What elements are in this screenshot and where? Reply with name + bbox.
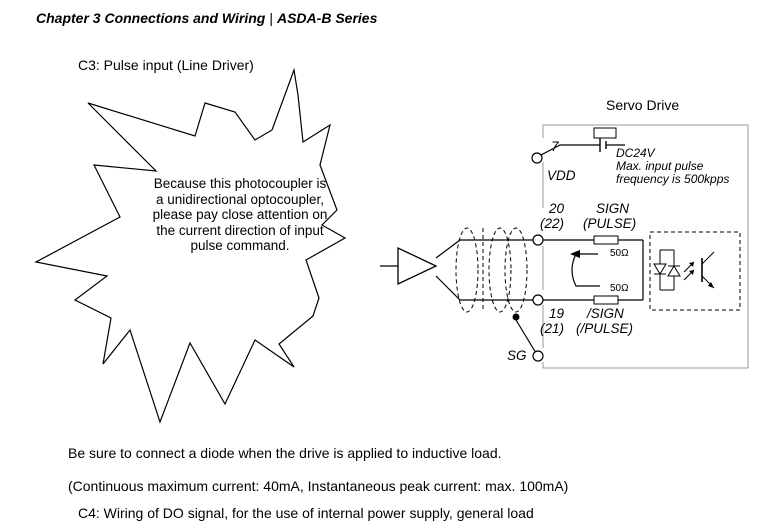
- line-driver-triangle: [397, 246, 438, 286]
- driver-neg-wire: [435, 275, 533, 301]
- c4-title: C4: Wiring of DO signal, for the use of …: [78, 505, 534, 521]
- vdd-terminal: [531, 152, 543, 164]
- series-title: ASDA-B Series: [276, 10, 378, 26]
- max-pulse-line2: frequency is 500kpps: [616, 172, 730, 186]
- resistor-1: [593, 235, 619, 245]
- resistor2-label: 50Ω: [610, 283, 629, 294]
- pin21-label: (21): [540, 321, 565, 336]
- optocoupler-box: [649, 231, 741, 311]
- nsign-label: /SIGN: [587, 306, 624, 321]
- current-arrow: [571, 253, 600, 287]
- dc-fuse: [593, 127, 617, 139]
- max-pulse-line1: Max. input pulse: [616, 159, 704, 173]
- sign-terminal: [532, 234, 544, 246]
- dc24v-label: DC24V: [616, 146, 655, 160]
- section-title: C3: Pulse input (Line Driver): [78, 57, 254, 73]
- chapter-title: Chapter 3 Connections and Wiring: [36, 10, 266, 26]
- servo-box-bottom: [542, 362, 748, 369]
- resistor-2: [593, 295, 619, 305]
- shield-ring-2: [488, 227, 512, 313]
- callout-text: Because this photocoupler is a unidirect…: [152, 176, 328, 253]
- sg-label: SG: [507, 348, 527, 363]
- sign-label: SIGN: [596, 201, 630, 216]
- pulse-label: (PULSE): [583, 216, 637, 231]
- resistor1-label: 50Ω: [610, 248, 629, 259]
- vdd-wire: [540, 144, 600, 156]
- current-arrow-head: [570, 250, 580, 258]
- pin7-label: 7: [551, 139, 559, 154]
- shield-ring-1: [455, 227, 479, 313]
- servo-drive-label: Servo Drive: [606, 97, 680, 113]
- protect-diode-icon: [667, 265, 681, 277]
- nsign-terminal: [532, 294, 544, 306]
- vdd-label: VDD: [547, 168, 576, 183]
- pin20-label: 20: [549, 201, 565, 216]
- diode-note: Be sure to connect a diode when the driv…: [68, 445, 502, 461]
- shield-ring-3: [504, 227, 528, 313]
- header-separator: |: [269, 10, 273, 26]
- current-note: (Continuous maximum current: 40mA, Insta…: [68, 478, 569, 494]
- callout-burst: [34, 67, 347, 424]
- sg-wire: [515, 319, 537, 354]
- page-header: Chapter 3 Connections and Wiring|ASDA-B …: [36, 10, 377, 26]
- npulse-label: (/PULSE): [576, 321, 634, 336]
- pin19-label: 19: [549, 306, 565, 321]
- servo-drive-box: [542, 124, 748, 138]
- sg-terminal: [532, 350, 544, 362]
- led-diode-icon: [653, 263, 667, 275]
- light-arrowhead-1: [689, 262, 694, 267]
- light-arrowhead-2: [689, 270, 694, 275]
- driver-pos-wire: [435, 239, 533, 259]
- shield-drain-dot: [512, 313, 520, 321]
- phototransistor-collector: [701, 251, 715, 265]
- pin22-label: (22): [540, 216, 565, 231]
- emitter-arrow: [708, 282, 714, 288]
